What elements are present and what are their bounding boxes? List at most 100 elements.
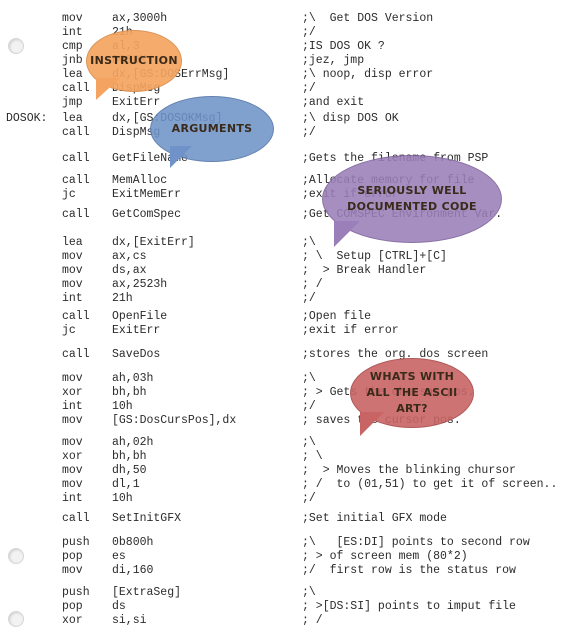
- code-arguments: ax,3000h: [112, 12, 168, 25]
- code-arguments: ax,2523h: [112, 278, 168, 291]
- code-arguments: ax,cs: [112, 250, 147, 263]
- code-instruction: int: [62, 492, 83, 505]
- code-instruction: mov: [62, 264, 83, 277]
- code-arguments: OpenFile: [112, 310, 168, 323]
- code-instruction: call: [62, 310, 90, 323]
- code-instruction: lea: [62, 112, 83, 125]
- code-comment: ;exit if error: [302, 324, 399, 337]
- code-comment: ; \: [302, 450, 323, 463]
- code-arguments: SetInitGFX: [112, 512, 182, 525]
- bubble-text: WHATS WITH ALL THE ASCII ART?: [366, 370, 458, 415]
- bubble-tail: [170, 146, 192, 168]
- code-comment: ; \ Setup [CTRL]+[C]: [302, 250, 447, 263]
- code-instruction: int: [62, 400, 83, 413]
- code-comment: ;\ disp DOS OK: [302, 112, 399, 125]
- code-instruction: call: [62, 348, 90, 361]
- code-instruction: jc: [62, 188, 76, 201]
- bubble-text: INSTRUCTION: [90, 54, 178, 67]
- code-instruction: call: [62, 208, 90, 221]
- code-instruction: mov: [62, 250, 83, 263]
- code-arguments: [GS:DosCursPos],dx: [112, 414, 237, 427]
- code-instruction: jc: [62, 324, 76, 337]
- code-comment: ; > of screen mem (80*2): [302, 550, 468, 563]
- code-arguments: dh,50: [112, 464, 147, 477]
- annotation-bubble-ascii-art: WHATS WITH ALL THE ASCII ART?: [350, 358, 474, 436]
- code-arguments: GetFileName: [112, 152, 188, 165]
- code-arguments: bh,bh: [112, 386, 147, 399]
- code-comment: ;Set initial GFX mode: [302, 512, 447, 525]
- code-instruction: xor: [62, 386, 83, 399]
- code-comment: ;jez, jmp: [302, 54, 365, 67]
- code-arguments: di,160: [112, 564, 154, 577]
- code-comment: ; /: [302, 614, 323, 627]
- code-arguments: bh,bh: [112, 450, 147, 463]
- binder-hole: [8, 611, 24, 627]
- code-instruction: mov: [62, 564, 83, 577]
- code-instruction: call: [62, 126, 90, 139]
- code-arguments: ExitErr: [112, 96, 161, 109]
- code-comment: ;/: [302, 492, 316, 505]
- code-comment: ;/: [302, 82, 316, 95]
- code-comment: ;and exit: [302, 96, 365, 109]
- code-comment: ; / to (01,51) to get it of screen..: [302, 478, 558, 491]
- code-instruction: pop: [62, 550, 83, 563]
- code-comment: ;/: [302, 26, 316, 39]
- bubble-tail: [334, 221, 360, 247]
- code-comment: ;/: [302, 292, 316, 305]
- annotation-bubble-documented-code: SERIOUSLY WELL DOCUMENTED CODE: [322, 155, 502, 247]
- code-arguments: si,si: [112, 614, 147, 627]
- code-instruction: mov: [62, 12, 83, 25]
- code-instruction: cmp: [62, 40, 83, 53]
- code-instruction: int: [62, 26, 83, 39]
- code-instruction: call: [62, 512, 90, 525]
- code-comment: ; >[DS:SI] points to imput file: [302, 600, 516, 613]
- code-comment: ;\ Get DOS Version: [302, 12, 434, 25]
- code-arguments: GetComSpec: [112, 208, 182, 221]
- annotation-bubble-arguments: ARGUMENTS: [150, 96, 274, 168]
- code-comment: ;\: [302, 586, 316, 599]
- code-arguments: ExitMemErr: [112, 188, 182, 201]
- code-comment: ; > Moves the blinking chursor: [302, 464, 516, 477]
- code-instruction: call: [62, 82, 90, 95]
- code-instruction: xor: [62, 614, 83, 627]
- code-label: DOSOK:: [6, 112, 48, 125]
- code-comment: ; > Break Handler: [302, 264, 427, 277]
- code-arguments: ah,02h: [112, 436, 154, 449]
- code-arguments: 21h: [112, 292, 133, 305]
- code-instruction: mov: [62, 464, 83, 477]
- code-instruction: mov: [62, 372, 83, 385]
- code-comment: ;\: [302, 436, 316, 449]
- code-comment: ;/: [302, 126, 316, 139]
- code-instruction: lea: [62, 236, 83, 249]
- code-comment: ;\: [302, 372, 316, 385]
- bubble-tail: [360, 412, 384, 436]
- code-arguments: DispMsg: [112, 126, 161, 139]
- code-instruction: mov: [62, 478, 83, 491]
- annotation-bubble-instruction: INSTRUCTION: [86, 30, 182, 100]
- code-instruction: mov: [62, 436, 83, 449]
- code-arguments: dx,[ExitErr]: [112, 236, 195, 249]
- code-comment: ;IS DOS OK ?: [302, 40, 385, 53]
- code-instruction: push: [62, 536, 90, 549]
- code-comment: ;\ [ES:DI] points to second row: [302, 536, 530, 549]
- code-arguments: es: [112, 550, 126, 563]
- bubble-tail: [96, 78, 120, 100]
- code-instruction: jnb: [62, 54, 83, 67]
- code-comment: ;/: [302, 400, 316, 413]
- code-arguments: [ExtraSeg]: [112, 586, 182, 599]
- code-arguments: ah,03h: [112, 372, 154, 385]
- binder-hole: [8, 38, 24, 54]
- code-instruction: int: [62, 292, 83, 305]
- code-instruction: mov: [62, 278, 83, 291]
- code-instruction: mov: [62, 414, 83, 427]
- code-arguments: dl,1: [112, 478, 140, 491]
- code-arguments: 10h: [112, 492, 133, 505]
- code-arguments: MemAlloc: [112, 174, 168, 187]
- bubble-text: SERIOUSLY WELL DOCUMENTED CODE: [347, 184, 477, 213]
- code-arguments: 0b800h: [112, 536, 154, 549]
- bubble-text: ARGUMENTS: [171, 122, 253, 135]
- code-arguments: ds: [112, 600, 126, 613]
- code-comment: ;stores the org. dos screen: [302, 348, 489, 361]
- code-instruction: push: [62, 586, 90, 599]
